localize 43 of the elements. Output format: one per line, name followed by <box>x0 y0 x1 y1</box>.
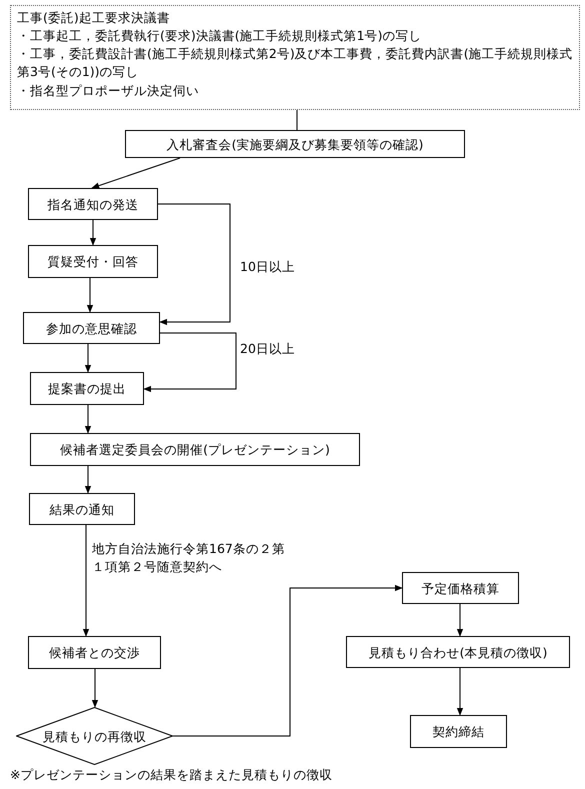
arrow <box>143 332 236 392</box>
process-box <box>125 130 465 158</box>
node-label: 結果の通知 <box>50 502 114 516</box>
document-list-box <box>10 5 580 110</box>
arrow <box>90 220 96 246</box>
decision-diamond <box>16 707 173 765</box>
process-box <box>28 636 161 669</box>
node-label: 見積もりの再徴収 <box>42 728 146 744</box>
list-item: ・指名型プロポーザル決定伺い <box>17 82 200 100</box>
process-box <box>410 715 507 748</box>
node-label: 指名通知の発送 <box>48 196 138 212</box>
process-box <box>28 245 158 278</box>
node-label: 質疑受付・回答 <box>48 254 138 269</box>
arrow <box>456 604 464 637</box>
list-item: ・工事，委託費設計書(施工手続規則様式第2号)及び本工事費，委託費内訳書(施工手続規則様式第3号(その1))の写し <box>17 45 573 82</box>
arrow <box>82 524 90 637</box>
arrow <box>84 404 92 434</box>
node-label: 契約締結 <box>432 724 484 739</box>
arrow <box>158 204 230 326</box>
arrow <box>84 344 92 373</box>
process-box <box>23 312 160 344</box>
process-box <box>402 572 519 604</box>
arrow <box>92 668 98 708</box>
footnote: ※プレゼンテーションの結果を踏まえた見積もりの徴収 <box>10 767 332 782</box>
node-label: 見積もり合わせ(本見積の徴収) <box>368 644 548 660</box>
process-box <box>30 372 144 405</box>
node-label: 入札審査会(実施要綱及び募集要領等の確認) <box>166 136 424 152</box>
arrow <box>456 668 464 716</box>
arrow <box>86 278 94 313</box>
node-label: 候補者との交渉 <box>49 645 140 660</box>
heading: 工事(委託)起工要求決議書 <box>17 9 171 27</box>
node-label: 参加の意思確認 <box>46 320 137 336</box>
process-box <box>28 188 158 220</box>
arrow <box>172 584 403 736</box>
process-box <box>30 433 360 466</box>
arrow <box>91 158 180 189</box>
list-item: ・工事起工，委託費執行(要求)決議書(施工手続規則様式第1号)の写し <box>17 27 422 46</box>
process-box <box>29 493 135 525</box>
node-label: 予定価格積算 <box>422 580 500 596</box>
process-box <box>346 636 570 668</box>
node-label: 候補者選定委員会の開催(プレゼンテーション) <box>60 442 330 457</box>
node-label: 提案書の提出 <box>48 381 126 396</box>
arrow <box>84 466 92 494</box>
